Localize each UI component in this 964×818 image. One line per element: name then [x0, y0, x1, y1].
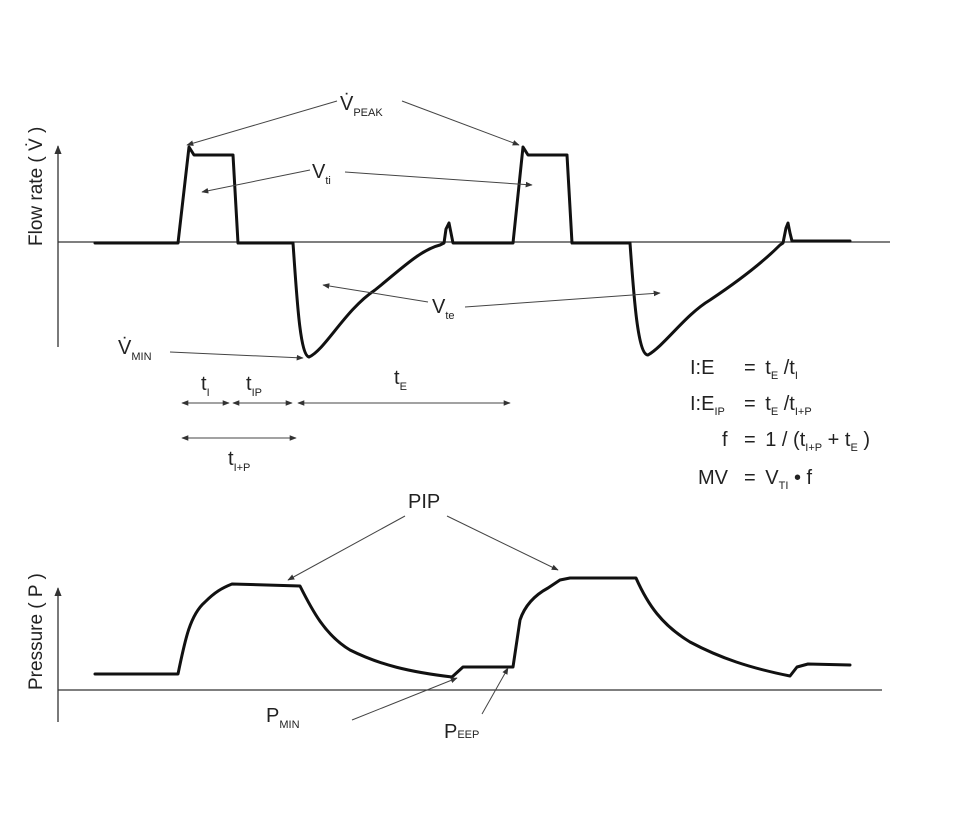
- flow-axis-label: Flow rate ( V̇ ): [26, 127, 47, 246]
- peep-pointer: [481, 667, 509, 715]
- vmin-pointer: [169, 351, 304, 361]
- formula-f: f = 1 / (tI+P + tE ): [722, 429, 870, 456]
- vte-label: Vte: [432, 296, 455, 322]
- pip-pointer-left: [287, 515, 406, 581]
- vpeak-label: V̇PEAK: [340, 93, 383, 119]
- vte-pointer-right: [464, 290, 661, 308]
- formula-ie: I:E = tE /tI: [690, 357, 798, 384]
- tiplusp-label: tI+P: [228, 448, 250, 474]
- pmin-pointer: [351, 677, 458, 721]
- vti-pointer-right: [344, 171, 533, 188]
- vmin-label: V̇MIN: [118, 337, 152, 363]
- pressure-axis-label: Pressure ( P ): [26, 573, 47, 690]
- pmin-label: PMIN: [266, 705, 300, 731]
- ti-label: tI: [201, 373, 210, 399]
- pip-pointer-right: [446, 515, 559, 571]
- pip-label: PIP: [408, 491, 440, 513]
- tip-label: tIP: [246, 373, 262, 399]
- vpeak-pointer-right: [401, 100, 520, 146]
- vti-pointer-left: [201, 169, 311, 194]
- formula-ieip: I:EIP = tE /tI+P: [690, 393, 812, 420]
- te-label: tE: [394, 367, 407, 393]
- flow-trace: [93, 145, 852, 359]
- peep-label: PEEP: [444, 721, 479, 743]
- pressure-trace: [93, 576, 852, 679]
- vte-pointer-left: [322, 283, 429, 303]
- vti-label: Vti: [312, 161, 331, 187]
- vpeak-pointer-left: [186, 100, 338, 146]
- formula-mv: MV = VTI • f: [698, 467, 812, 494]
